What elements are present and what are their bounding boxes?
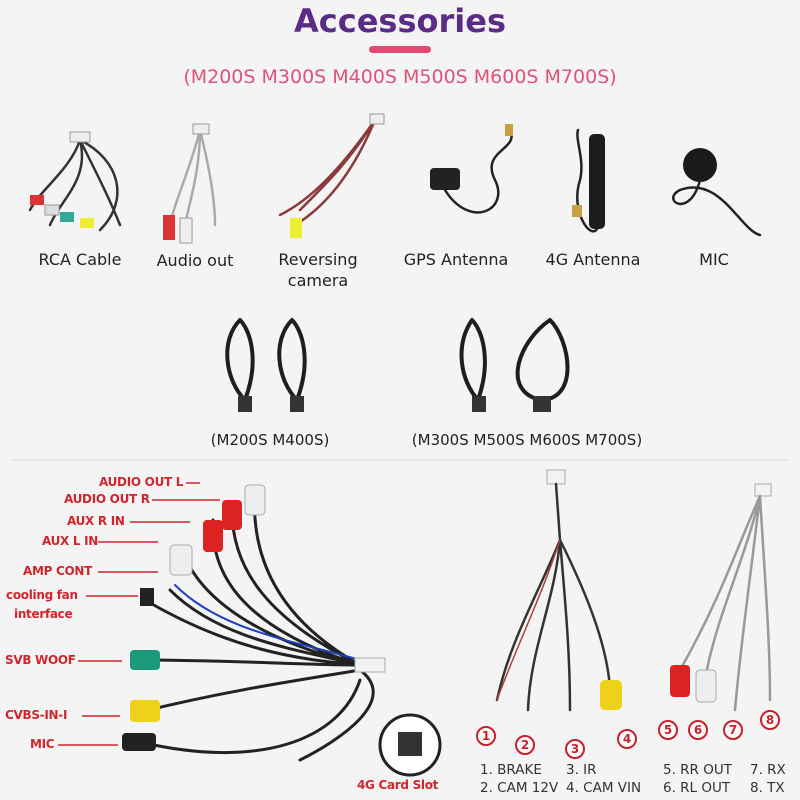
legend-item: 4. CAM VIN xyxy=(566,780,642,796)
harness-label: AUDIO OUT L xyxy=(99,475,184,489)
pin-number-1: 1 xyxy=(476,726,496,746)
harness-label: SVB WOOF xyxy=(5,653,76,667)
harness-label: AUX R IN xyxy=(67,514,125,528)
accessory-label-reversing-camera: Reversing camera xyxy=(278,250,358,290)
model-subtitle: (M200S M300S M400S M500S M600S M700S) xyxy=(183,66,617,88)
harness-label: AUX L IN xyxy=(42,534,99,548)
legend-item: 5. RR OUT xyxy=(663,762,732,778)
page-title: Accessories xyxy=(294,2,506,40)
audio-out-image xyxy=(163,123,217,244)
harness-label: cooling fan xyxy=(6,588,78,602)
rear-audio-cable-image xyxy=(670,483,772,712)
legend-item: 3. IR xyxy=(566,762,597,778)
usb-label-m300s-m700s: (M300S M500S M600S M700S) xyxy=(411,431,643,449)
pin-number-6: 6 xyxy=(688,720,708,740)
pin-number-7: 7 xyxy=(723,720,743,740)
legend-item: 7. RX xyxy=(750,762,786,778)
accessory-label-rca-cable: RCA Cable xyxy=(38,250,122,269)
rca-cable-image xyxy=(28,131,122,232)
camera-cable-image xyxy=(495,469,622,712)
mic-image xyxy=(672,148,762,237)
title-underline xyxy=(369,46,431,53)
harness-label: AUDIO OUT R xyxy=(64,492,150,506)
accessory-label-mic: MIC xyxy=(699,250,729,269)
reversing-camera-image xyxy=(278,113,385,238)
4g-card-slot-label: 4G Card Slot xyxy=(357,778,439,792)
pin-number-2: 2 xyxy=(515,735,535,755)
pin-number-4: 4 xyxy=(617,729,637,749)
rca-harness-image xyxy=(122,484,442,777)
gps-antenna-image xyxy=(430,124,513,214)
legend-item: 2. CAM 12V xyxy=(480,780,559,796)
harness-label: CVBS-IN-I xyxy=(5,708,68,722)
legend-item: 8. TX xyxy=(750,780,785,796)
harness-label: MIC xyxy=(30,737,55,751)
legend-item: 1. BRAKE xyxy=(480,762,542,778)
harness-label: interface xyxy=(14,607,73,621)
usb-cables-image xyxy=(225,318,570,412)
harness-label: AMP CONT xyxy=(23,564,93,578)
accessory-label-4g-antenna: 4G Antenna xyxy=(545,250,641,269)
4g-antenna-image xyxy=(572,128,605,233)
pin-number-8: 8 xyxy=(760,710,780,730)
accessory-label-gps-antenna: GPS Antenna xyxy=(403,250,509,269)
pin-number-5: 5 xyxy=(658,720,678,740)
pin-number-3: 3 xyxy=(565,739,585,759)
legend-item: 6. RL OUT xyxy=(663,780,731,796)
accessory-label-audio-out: Audio out xyxy=(156,251,234,270)
usb-label-m200s-m400s: (M200S M400S) xyxy=(210,431,330,449)
